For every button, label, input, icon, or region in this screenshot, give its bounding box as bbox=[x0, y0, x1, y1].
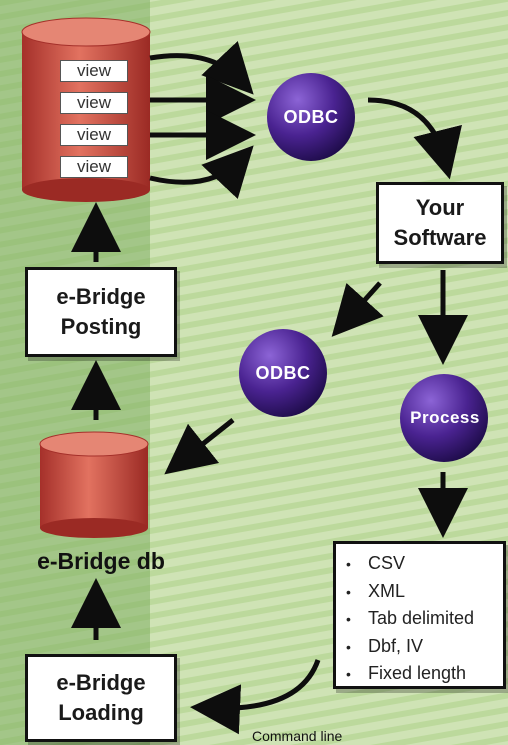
format-item: XML bbox=[346, 578, 503, 606]
view-label-4: view bbox=[60, 156, 128, 178]
e-bridge-loading-box: e-Bridge Loading bbox=[25, 654, 177, 742]
view-label-2: view bbox=[60, 92, 128, 114]
e-bridge-db-label: e-Bridge db bbox=[37, 548, 165, 574]
process-sphere bbox=[400, 374, 488, 462]
format-item: Fixed length bbox=[346, 660, 503, 688]
view-label-1: view bbox=[60, 60, 128, 82]
arrow-list-loading bbox=[190, 659, 321, 735]
loading-line1: e-Bridge bbox=[56, 670, 146, 695]
arrow-odbc-db bbox=[164, 418, 235, 475]
e-bridge-db-cylinder bbox=[39, 431, 149, 538]
view-arrows bbox=[149, 41, 256, 199]
e-bridge-posting-box: e-Bridge Posting bbox=[25, 267, 177, 357]
process-label: Process bbox=[410, 408, 480, 427]
posting-line1: e-Bridge bbox=[56, 284, 146, 309]
odbc-top-label: ODBC bbox=[283, 107, 339, 127]
posting-line2: Posting bbox=[60, 314, 142, 339]
your-software-box: Your Software bbox=[376, 182, 504, 264]
loading-line2: Loading bbox=[58, 700, 144, 725]
format-item: Dbf, IV bbox=[346, 633, 503, 661]
format-item: Tab delimited bbox=[346, 605, 503, 633]
your-software-line1: Your bbox=[415, 195, 465, 220]
arrow-software-odbc bbox=[331, 281, 384, 337]
format-item: CSV bbox=[346, 550, 503, 578]
view-label-3: view bbox=[60, 124, 128, 146]
arrow-odbc-software bbox=[367, 97, 462, 180]
odbc-mid-sphere bbox=[239, 329, 327, 417]
command-line-caption: Command line bbox=[252, 728, 343, 744]
arrow-view1-odbc bbox=[149, 41, 254, 95]
odbc-mid-label: ODBC bbox=[255, 363, 311, 383]
arrow-view4-odbc bbox=[149, 145, 254, 199]
your-software-line2: Software bbox=[393, 225, 487, 250]
odbc-top-sphere bbox=[267, 73, 355, 161]
export-formats-list: CSV XML Tab delimited Dbf, IV Fixed leng… bbox=[333, 541, 506, 689]
